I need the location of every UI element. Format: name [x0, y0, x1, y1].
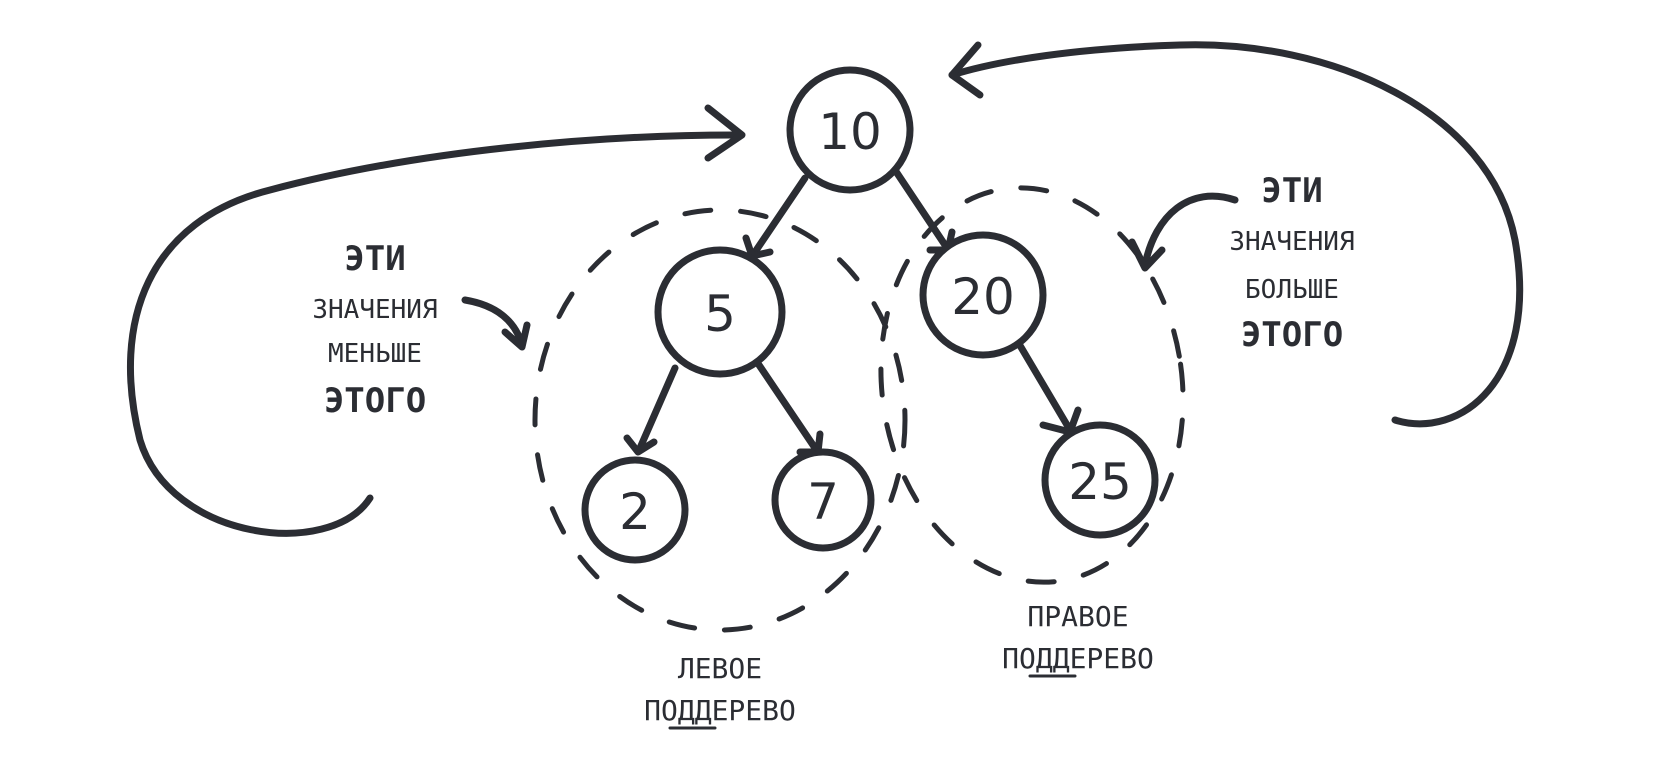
node-right-circle [919, 231, 1047, 359]
left-note: ЭТИ ЗНАЧЕНИЯ МЕНЬШЕ ЭТОГО [312, 239, 437, 421]
right-curved-arrow [948, 41, 1524, 428]
right-note-arrowhead [1128, 238, 1166, 272]
node-right: 20 [919, 231, 1047, 359]
edge-5-2 [636, 364, 679, 452]
right-subtree-outline [878, 185, 1186, 585]
left-note-line4: ЭТОГО [324, 381, 426, 421]
node-left: 5 [654, 246, 786, 378]
left-caption-line2: ПОДДЕРЕВО [644, 694, 796, 727]
right-note-line1: ЭТИ [1261, 171, 1322, 211]
left-note-line2: ЗНАЧЕНИЯ [312, 295, 437, 325]
node-left-left-circle [581, 456, 689, 564]
node-root-label: 10 [818, 103, 882, 161]
right-curved-arrowhead [948, 41, 984, 99]
right-caption-line1: ПРАВОЕ [1027, 600, 1128, 633]
node-right-label: 20 [951, 268, 1015, 326]
node-left-left-label: 2 [619, 483, 651, 541]
left-note-line3: МЕНЬШЕ [328, 339, 422, 369]
node-left-circle [654, 246, 786, 378]
node-left-label: 5 [704, 285, 736, 343]
left-note-line1: ЭТИ [344, 239, 405, 279]
right-note-line3: БОЛЬШЕ [1245, 275, 1339, 305]
left-curved-arrow [126, 131, 739, 537]
node-left-right-circle [771, 448, 875, 552]
node-left-right: 7 [771, 448, 875, 552]
node-root: 10 [786, 66, 914, 194]
right-note-line4: ЭТОГО [1241, 315, 1343, 355]
edge-5-7 [753, 358, 819, 452]
node-left-right-label: 7 [807, 473, 839, 531]
left-curved-arrowhead [704, 104, 746, 162]
edge-10-5 [751, 174, 809, 256]
right-note-arrow [1141, 192, 1239, 269]
right-note-line2: ЗНАЧЕНИЯ [1229, 227, 1354, 257]
right-note: ЭТИ ЗНАЧЕНИЯ БОЛЬШЕ ЭТОГО [1229, 171, 1354, 355]
node-right-right-label: 25 [1068, 453, 1132, 511]
edge-5-2-head [623, 434, 658, 456]
edge-10-20 [891, 166, 949, 249]
right-caption-line2: ПОДДЕРЕВО [1002, 642, 1154, 675]
left-caption-line1: ЛЕВОЕ [678, 652, 762, 685]
node-left-left: 2 [581, 456, 689, 564]
left-subtree-outline [532, 207, 908, 633]
edge-20-25 [1011, 333, 1074, 434]
left-subtree-caption: ЛЕВОЕ ПОДДЕРЕВО [644, 652, 796, 730]
left-note-arrowhead [501, 321, 531, 351]
node-right-right-circle [1041, 421, 1159, 539]
left-note-arrow [461, 296, 526, 349]
node-right-right: 25 [1041, 421, 1159, 539]
right-subtree-caption: ПРАВОЕ ПОДДЕРЕВО [1002, 600, 1154, 678]
node-root-circle [786, 66, 914, 194]
